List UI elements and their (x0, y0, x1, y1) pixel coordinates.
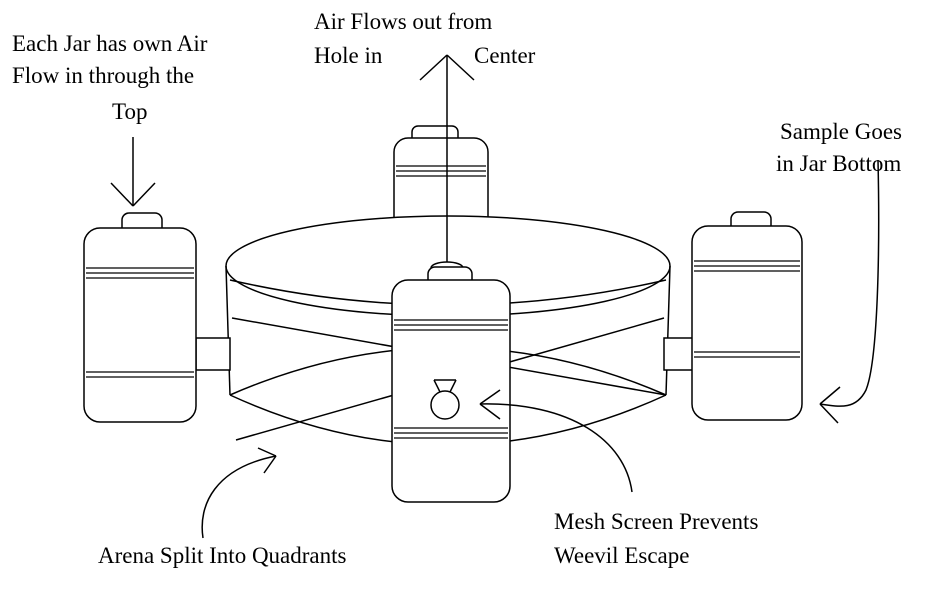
jar-left (83, 212, 197, 423)
tube-left (195, 337, 231, 371)
label-sample-line2: in Jar Bottom (776, 151, 902, 176)
jar-front (391, 266, 511, 503)
air-out-arrow (419, 54, 475, 262)
label-air-out-line3: Center (474, 43, 536, 68)
sample-arrow (819, 159, 880, 424)
arena-arrow (201, 447, 277, 539)
label-mesh-line2: Weevil Escape (554, 543, 690, 568)
mesh-screen (430, 379, 460, 420)
label-mesh-line1: Mesh Screen Prevents (554, 509, 759, 534)
label-air-out-line1: Air Flows out from (314, 9, 493, 34)
air-in-arrow (110, 137, 156, 207)
label-jar-air-in-line2: Flow in through the (12, 63, 195, 88)
mesh-arrow (479, 389, 633, 493)
label-arena: Arena Split Into Quadrants (98, 543, 347, 568)
label-jar-air-in-line1: Each Jar has own Air (12, 31, 208, 56)
jar-right (691, 211, 803, 421)
label-air-out-line2: Hole in (314, 43, 383, 68)
label-jar-air-in-line3: Top (112, 99, 148, 124)
label-sample-line1: Sample Goes (780, 119, 903, 144)
tube-right (663, 337, 695, 371)
